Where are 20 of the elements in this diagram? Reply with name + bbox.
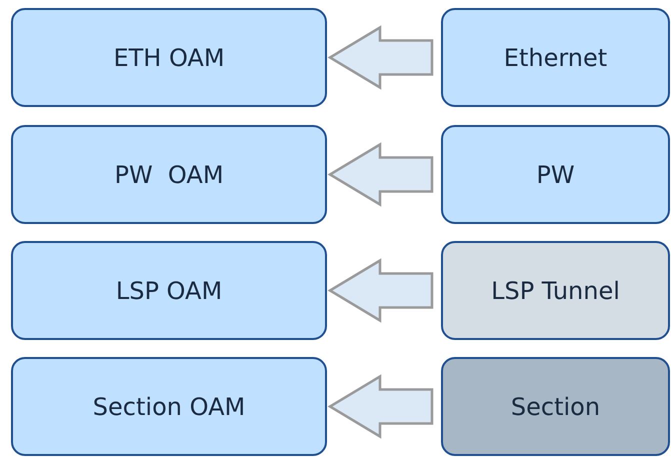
process-box <box>11 241 327 340</box>
block-arrow <box>328 374 434 439</box>
box-label: PW <box>536 160 575 188</box>
box-label: Section OAM <box>92 392 246 420</box>
box-label: PW OAM <box>114 160 224 188</box>
process-box <box>11 125 327 224</box>
process-box <box>11 8 327 107</box>
block-arrow <box>328 258 434 323</box>
block-arrow <box>328 25 434 90</box>
process-box <box>11 357 327 456</box>
box-label: LSP OAM <box>116 276 222 304</box>
box-label: ETH OAM <box>113 44 225 72</box>
process-box <box>441 357 670 456</box>
process-box <box>441 241 670 340</box>
process-box <box>441 8 670 107</box>
process-box <box>441 125 670 224</box>
box-label: Section <box>510 392 600 420</box>
block-arrow <box>328 142 434 207</box>
box-label: LSP Tunnel <box>491 276 620 304</box>
box-label: Ethernet <box>504 44 608 72</box>
